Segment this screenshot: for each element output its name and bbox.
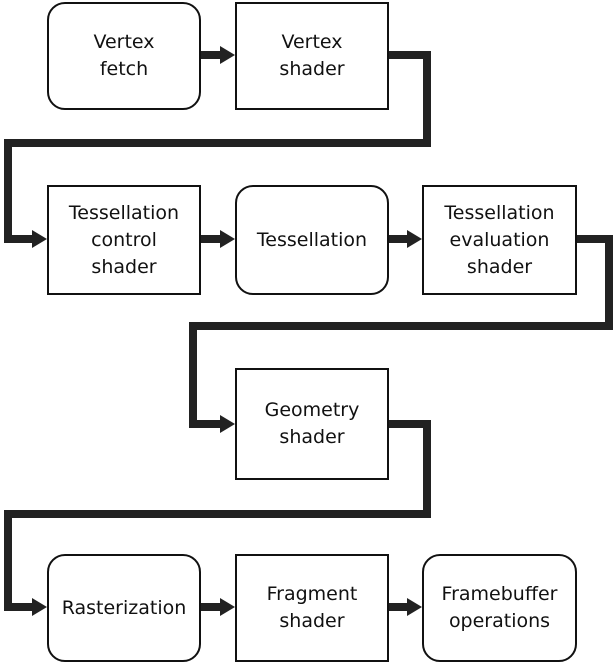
arrow-tessellation-evaluation-shader-to-geometry-shader — [189, 235, 613, 433]
arrow-head — [407, 598, 422, 616]
node-framebuffer-operations: Framebuffer operations — [422, 554, 577, 662]
node-vertex-shader: Vertex shader — [235, 2, 389, 110]
node-label: Rasterization — [61, 596, 187, 619]
arrow-line — [4, 420, 431, 611]
node-fragment-shader: Fragment shader — [235, 554, 389, 662]
node-vertex-fetch: Vertex fetch — [47, 2, 201, 110]
node-label: Tessellation — [256, 228, 368, 251]
arrow-fragment-shader-to-framebuffer-operations — [389, 598, 422, 616]
arrow-vertex-shader-to-tessellation-control-shader — [4, 51, 431, 248]
node-label: Tessellation control shader — [68, 201, 180, 278]
node-rasterization: Rasterization — [47, 554, 201, 662]
arrow-head — [220, 415, 235, 433]
node-label: Geometry shader — [264, 399, 360, 448]
node-tessellation-evaluation-shader: Tessellation evaluation shader — [422, 185, 577, 295]
arrow-head — [220, 598, 235, 616]
node-label: Vertex fetch — [93, 31, 155, 80]
arrow-rasterization-to-fragment-shader — [201, 598, 235, 616]
arrow-head — [220, 46, 235, 64]
arrow-tessellation-to-tessellation-evaluation-shader — [389, 230, 422, 248]
arrow-head — [32, 598, 47, 616]
node-label: Vertex shader — [279, 31, 345, 80]
node-tessellation-control-shader: Tessellation control shader — [47, 185, 201, 295]
arrow-head — [407, 230, 422, 248]
node-label: Framebuffer operations — [441, 583, 558, 632]
arrow-line — [4, 51, 431, 243]
node-label: Tessellation evaluation shader — [444, 201, 555, 278]
arrow-geometry-shader-to-rasterization — [4, 420, 431, 616]
node-label: Fragment shader — [266, 583, 358, 632]
arrow-head — [220, 230, 235, 248]
arrow-head — [32, 230, 47, 248]
node-tessellation: Tessellation — [235, 185, 389, 295]
arrow-vertex-fetch-to-vertex-shader — [201, 46, 235, 64]
arrow-line — [189, 235, 613, 428]
node-geometry-shader: Geometry shader — [235, 368, 389, 480]
arrow-tessellation-control-shader-to-tessellation — [201, 230, 235, 248]
